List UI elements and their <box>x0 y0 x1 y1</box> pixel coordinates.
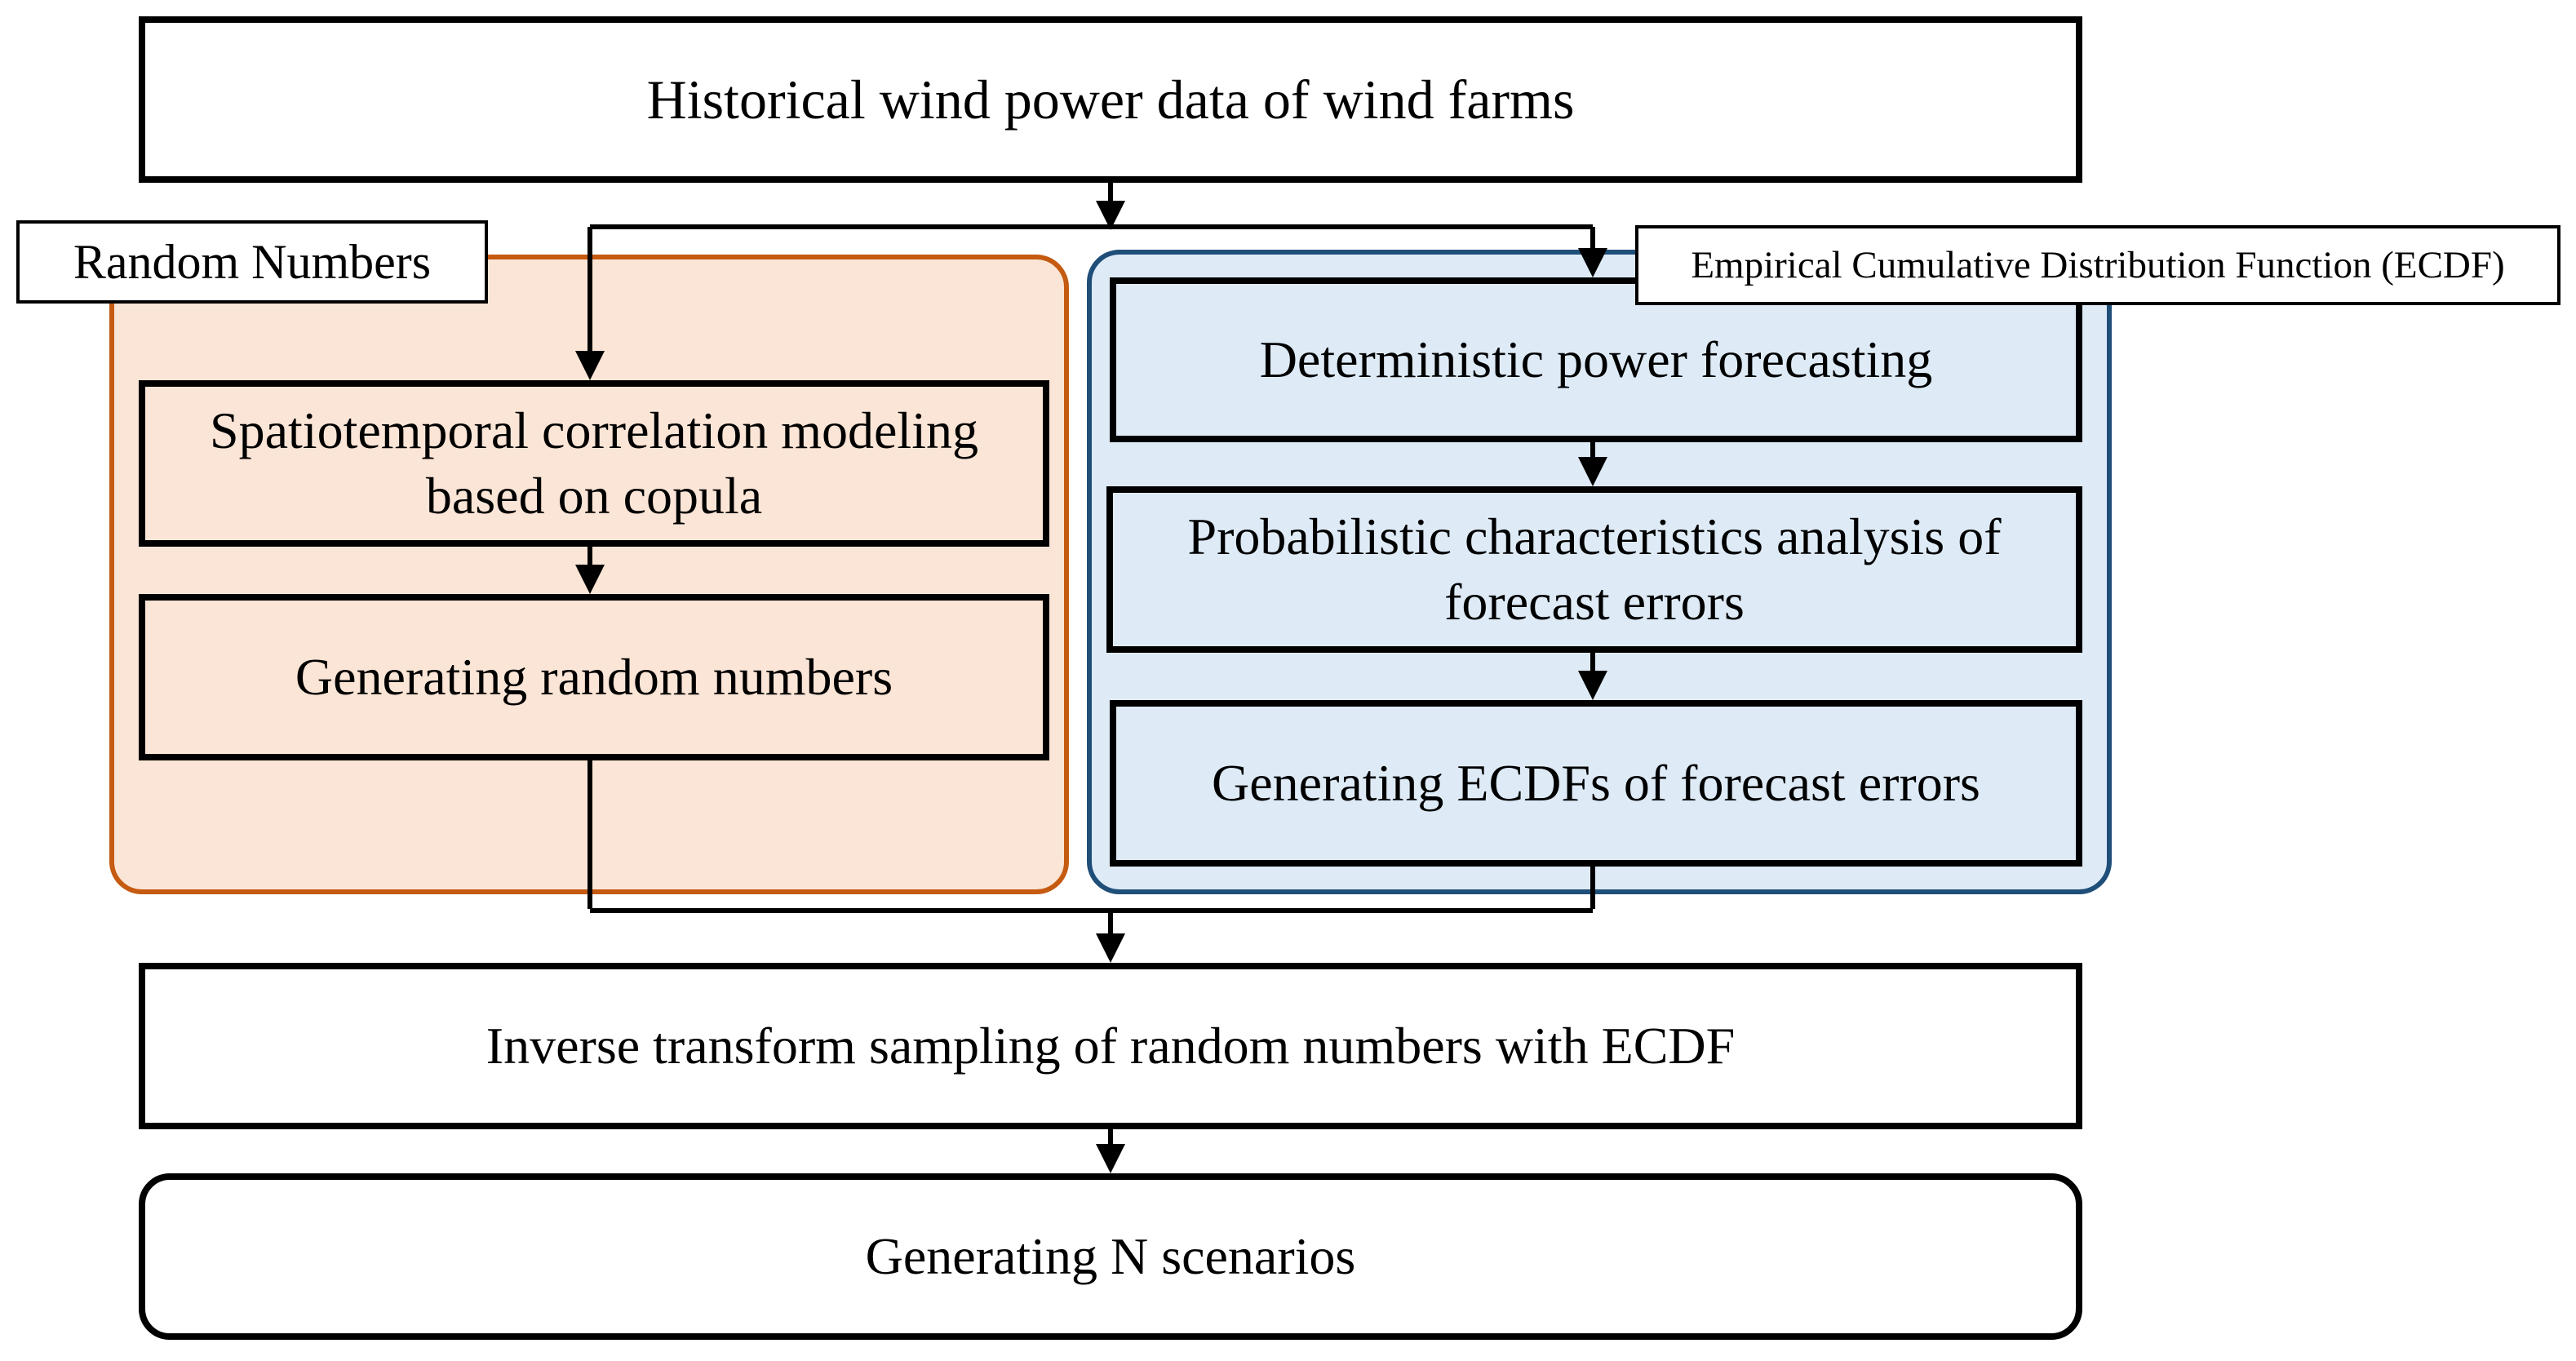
deterministic-forecasting-box: Deterministic power forecasting <box>1110 277 2082 442</box>
generating-random-numbers-text: Generating random numbers <box>295 648 893 706</box>
generating-scenarios-box: Generating N scenarios <box>139 1173 2082 1340</box>
historical-data-box: Historical wind power data of wind farms <box>139 16 2082 183</box>
random-numbers-label: Random Numbers <box>73 234 432 289</box>
spatiotemporal-text-line1: Spatiotemporal correlation modeling <box>210 401 978 459</box>
generating-scenarios-text: Generating N scenarios <box>865 1227 1356 1285</box>
inverse-transform-sampling-text: Inverse transform sampling of random num… <box>485 1017 1736 1075</box>
inverse-transform-sampling-box: Inverse transform sampling of random num… <box>139 963 2082 1129</box>
random-numbers-group <box>109 255 1069 894</box>
generating-ecdfs-box: Generating ECDFs of forecast errors <box>1110 700 2082 867</box>
deterministic-forecasting-text: Deterministic power forecasting <box>1259 330 1933 388</box>
probabilistic-text-line2: forecast errors <box>1444 573 1745 631</box>
ecdf-label: Empirical Cumulative Distribution Functi… <box>1691 244 2505 286</box>
generating-random-numbers-box: Generating random numbers <box>139 594 1049 760</box>
random-numbers-tag: Random Numbers <box>16 220 488 304</box>
probabilistic-text-line1: Probabilistic characteristics analysis o… <box>1187 508 2002 565</box>
probabilistic-analysis-box: Probabilistic characteristics analysis o… <box>1106 486 2082 653</box>
historical-data-text: Historical wind power data of wind farms <box>646 68 1575 131</box>
ecdf-tag: Empirical Cumulative Distribution Functi… <box>1635 225 2560 305</box>
spatiotemporal-correlation-box: Spatiotemporal correlation modeling base… <box>139 380 1049 547</box>
generating-ecdfs-text: Generating ECDFs of forecast errors <box>1212 754 1980 812</box>
spatiotemporal-text-line2: based on copula <box>425 467 763 525</box>
